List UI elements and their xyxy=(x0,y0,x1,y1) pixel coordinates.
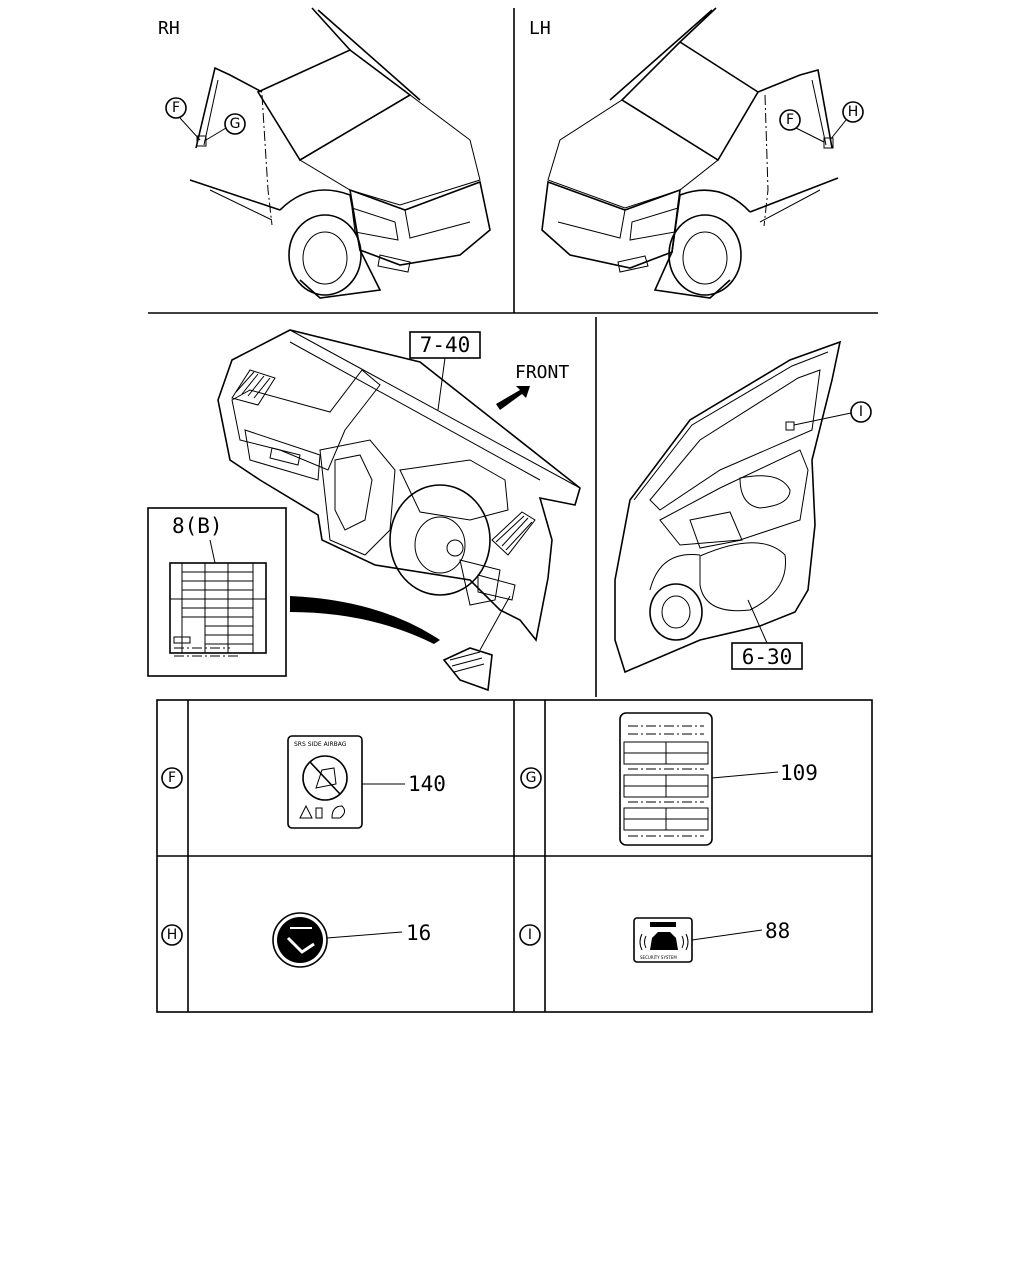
rh-label: RH xyxy=(158,18,180,39)
svg-text:I: I xyxy=(859,404,863,420)
part-number-88: 88 xyxy=(765,919,790,943)
part-number-16: 16 xyxy=(406,921,431,945)
svg-text:SECURITY SYSTEM: SECURITY SYSTEM xyxy=(640,955,677,960)
svg-text:F: F xyxy=(786,112,794,128)
table-cell-h: H 16 xyxy=(161,912,431,968)
svg-text:G: G xyxy=(230,116,241,132)
fuse-box-inset xyxy=(147,507,287,677)
table-cell-g: G 109 xyxy=(520,712,818,846)
info-label-icon xyxy=(619,712,713,846)
part-number-109: 109 xyxy=(780,761,818,785)
svg-text:SRS SIDE AIRBAG: SRS SIDE AIRBAG xyxy=(294,741,347,748)
section-dividers xyxy=(148,8,878,697)
callout-f-rh xyxy=(165,97,187,119)
svg-text:H: H xyxy=(848,104,859,120)
svg-text:I: I xyxy=(528,927,532,943)
front-arrow-icon xyxy=(496,386,530,410)
svg-text:H: H xyxy=(167,927,178,943)
callout-h-lh xyxy=(842,101,864,123)
warning-seal-icon xyxy=(272,912,328,968)
rh-view: RH F G xyxy=(158,7,491,299)
door-view: I 6-30 xyxy=(614,340,872,674)
front-label: FRONT xyxy=(515,362,569,383)
table-cell-i: I SECURITY SYSTEM 88 xyxy=(519,917,790,963)
ref-door-label: 6-30 xyxy=(742,645,793,669)
fuse-label-grid xyxy=(170,563,266,657)
dashboard-view: 7-40 FRONT 8(B) xyxy=(147,329,581,692)
ref-dash-label: 7-40 xyxy=(420,333,471,357)
lh-view: LH F H xyxy=(529,7,864,299)
svg-text:F: F xyxy=(168,770,176,786)
part-number-140: 140 xyxy=(408,772,446,796)
svg-text:G: G xyxy=(526,770,537,786)
svg-text:F: F xyxy=(172,100,180,116)
callout-i-door xyxy=(850,401,872,423)
table-cell-f: F SRS SIDE AIRBAG 140 xyxy=(161,735,446,829)
callout-g-rh xyxy=(224,113,246,135)
label-table: F SRS SIDE AIRBAG 140 G xyxy=(156,699,873,1013)
callout-f-lh xyxy=(779,109,801,131)
lh-label: LH xyxy=(529,18,551,39)
rh-vehicle-drawing: F G xyxy=(165,7,491,299)
lh-vehicle-drawing: F H xyxy=(541,7,864,299)
ref-fuse-label: 8(B) xyxy=(172,514,223,538)
pointer-arrow xyxy=(290,596,440,644)
srs-airbag-label-icon xyxy=(287,735,363,829)
